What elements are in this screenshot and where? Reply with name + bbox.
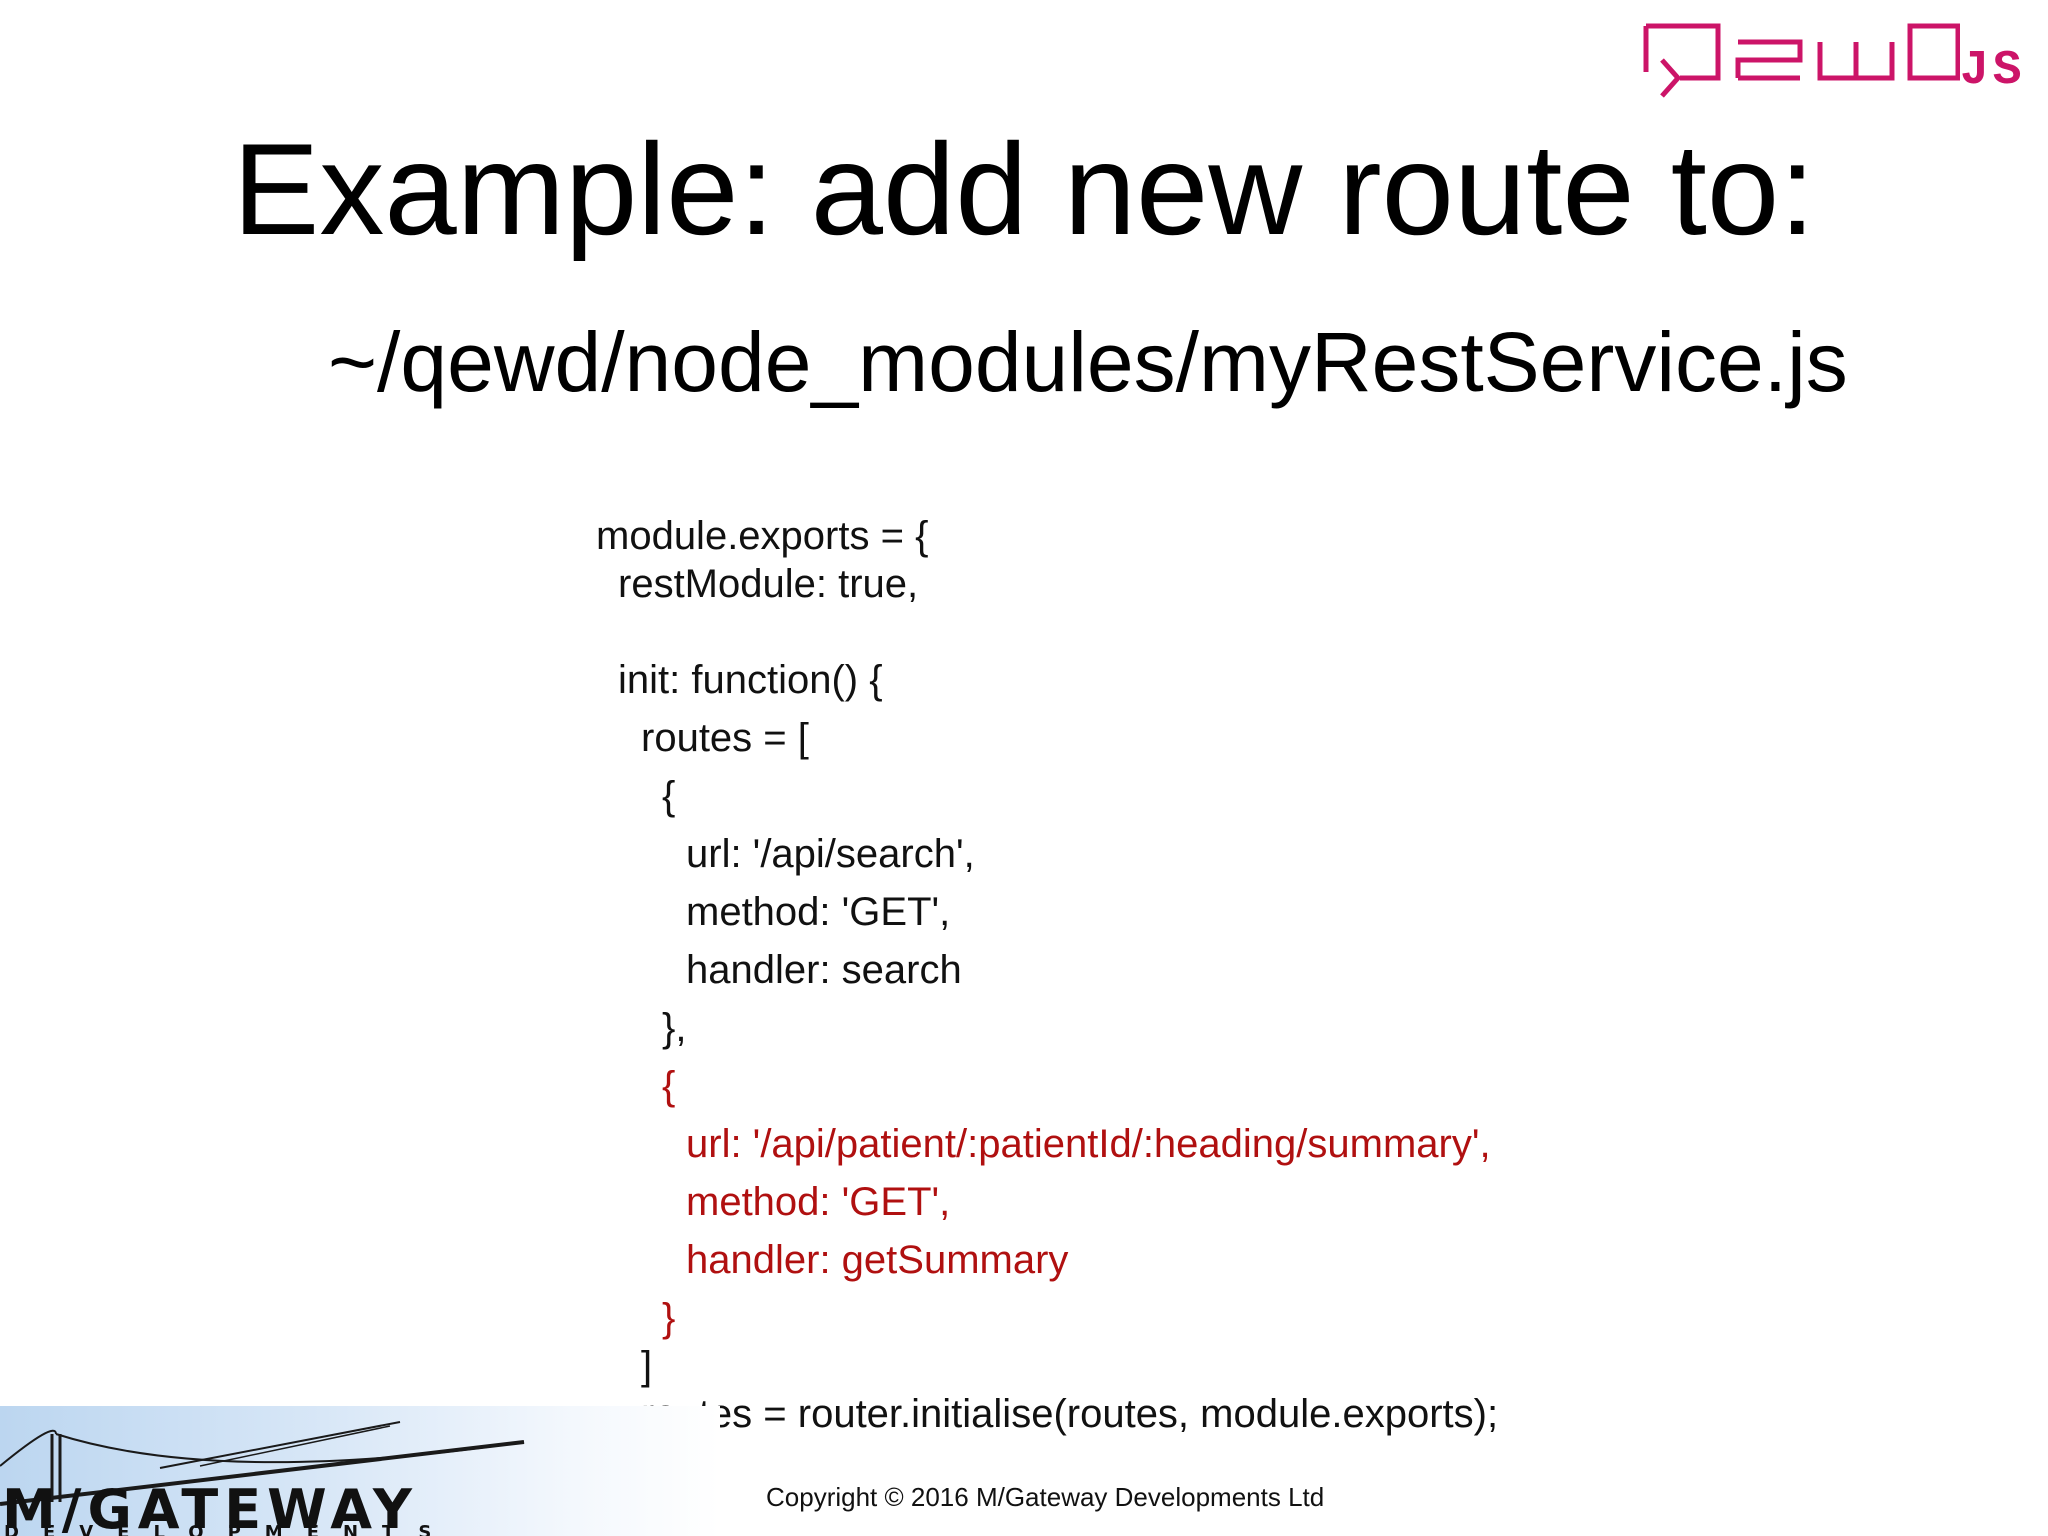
code-line-new-route: url: '/api/patient/:patientId/:heading/s… [686,1122,1491,1166]
code-line: restModule: true, [618,562,919,606]
code-line: handler: search [686,948,962,992]
code-line: routes = [ [641,716,809,760]
code-line: routes = router.initialise(routes, modul… [641,1392,1499,1436]
mgateway-logo-sub: DEVELOPMENTS [4,1522,456,1536]
bridge-icon [0,1421,525,1506]
qewd-logo-mark [1643,23,1961,98]
logo-js-suffix: JS [1960,44,2026,98]
copyright-notice: Copyright © 2016 M/Gateway Developments … [766,1482,1325,1512]
code-line: ] [641,1344,653,1388]
code-line: url: '/api/search', [686,832,975,876]
slide-title: Example: add new route to: [232,116,1816,262]
code-line: { [662,774,676,818]
slide-subtitle: ~/qewd/node_modules/myRestService.js [328,315,1848,409]
code-line: module.exports = { [596,514,929,558]
code-line: method: 'GET', [686,890,951,934]
code-line-new-route: method: 'GET', [686,1180,951,1224]
code-line: init: function() { [618,658,883,702]
code-line-new-route: { [662,1064,676,1108]
code-line-new-route: handler: getSummary [686,1238,1069,1282]
mgateway-logo: M/GATEWAY DEVELOPMENTS [0,1406,720,1536]
qewd-logo: JS [1640,20,2030,106]
code-line: }, [662,1006,687,1050]
mgateway-logo-name: M/GATEWAY [2,1478,418,1536]
code-line-new-route: } [662,1296,676,1340]
